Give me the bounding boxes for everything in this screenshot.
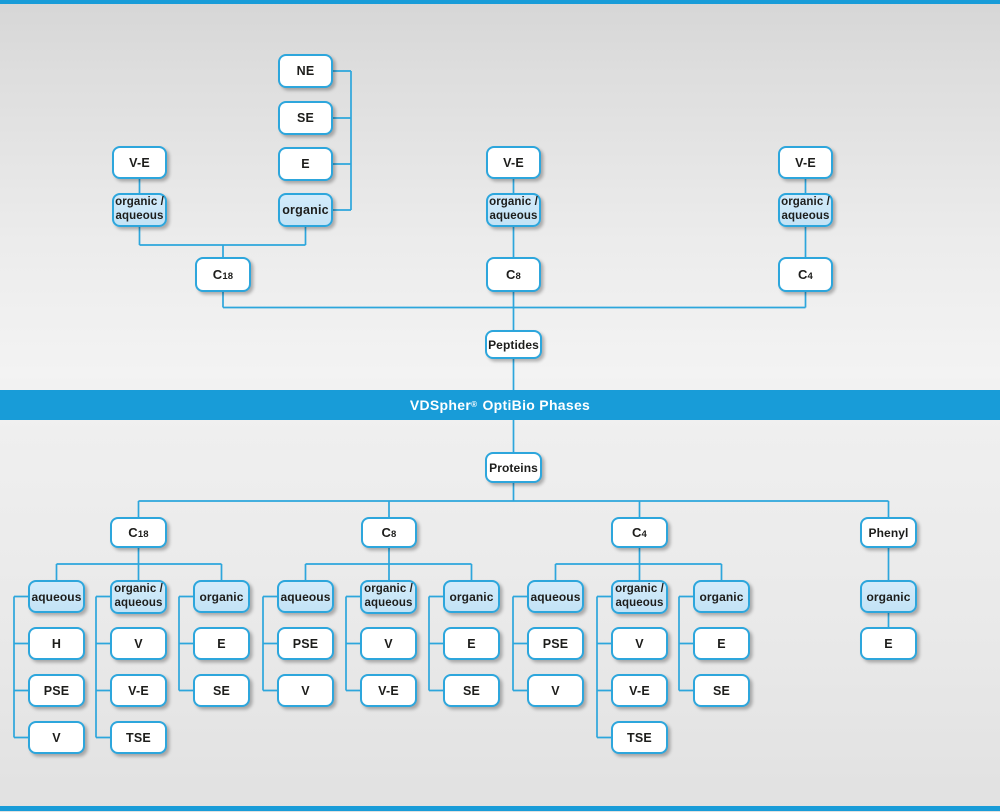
- connector-path-proteins-c8: [262, 548, 473, 692]
- node-proteins-c4-organic-se: SE: [693, 674, 750, 707]
- node-label: C8: [506, 267, 521, 282]
- node-peptides-c18-organic-ne: NE: [278, 54, 333, 88]
- node-proteins-c8-oa-ve: V-E: [360, 674, 417, 707]
- node-label: C4: [798, 267, 813, 282]
- phase-letter: C: [797, 267, 808, 282]
- node-peptides-c8-organic-aqueous: organic / aqueous: [486, 193, 541, 227]
- phase-number: 8: [515, 271, 522, 282]
- node-peptides-c18-organic-se: SE: [278, 101, 333, 135]
- node-peptides-c18: C18: [195, 257, 251, 292]
- node-peptides-c8: C8: [486, 257, 541, 292]
- node-label: aqueous: [615, 597, 664, 609]
- node-peptides-c4: C4: [778, 257, 833, 292]
- node-peptides-c18-organic-aqueous: organic / aqueous: [112, 193, 167, 227]
- node-label: organic /: [364, 583, 413, 596]
- node-proteins-c8-organic: organic: [443, 580, 500, 613]
- node-peptides-c8-ve: V-E: [486, 146, 541, 179]
- node-proteins-c4-organic-e: E: [693, 627, 750, 660]
- node-proteins-c8-oa-v: V: [360, 627, 417, 660]
- node-label: organic /: [781, 196, 830, 209]
- node-proteins-c4-organic: organic: [693, 580, 750, 613]
- banner-brand: VDSpher: [409, 397, 472, 413]
- node-label: aqueous: [114, 597, 163, 609]
- phase-letter: C: [212, 267, 223, 282]
- phase-number: 18: [222, 271, 234, 282]
- node-proteins-c18-organic-se: SE: [193, 674, 250, 707]
- title-banner: VDSpher® OptiBio Phases: [0, 390, 1000, 420]
- node-label: aqueous: [489, 210, 538, 222]
- node-proteins-root: Proteins: [485, 452, 542, 483]
- connector-path-proteins-c4: [512, 548, 723, 739]
- node-proteins-c18-oa-tse: TSE: [110, 721, 167, 754]
- node-proteins-c8-aqueous-pse: PSE: [277, 627, 334, 660]
- node-proteins-c4-oa-tse: TSE: [611, 721, 668, 754]
- node-peptides-c4-ve: V-E: [778, 146, 833, 179]
- node-peptides-c18-organic-e: E: [278, 147, 333, 181]
- node-proteins-phenyl-organic-e: E: [860, 627, 917, 660]
- connector-path-trunk: [137, 420, 890, 517]
- node-proteins-phenyl: Phenyl: [860, 517, 917, 548]
- phase-letter: C: [381, 525, 392, 540]
- node-proteins-c4-organic-aqueous: organic / aqueous: [611, 580, 668, 614]
- node-proteins-c8-aqueous-v: V: [277, 674, 334, 707]
- node-label: aqueous: [364, 597, 413, 609]
- node-proteins-c4-oa-v: V: [611, 627, 668, 660]
- node-peptides-root: Peptides: [485, 330, 542, 359]
- node-proteins-c18-aqueous-pse: PSE: [28, 674, 85, 707]
- node-proteins-c18-organic-e: E: [193, 627, 250, 660]
- node-proteins-c8-organic-aqueous: organic / aqueous: [360, 580, 417, 614]
- node-proteins-c18-organic: organic: [193, 580, 250, 613]
- node-peptides-c18-ve: V-E: [112, 146, 167, 179]
- phase-number: 4: [807, 271, 814, 282]
- node-proteins-c18: C18: [110, 517, 167, 548]
- node-proteins-c4-aqueous-v: V: [527, 674, 584, 707]
- connector-path-proteins-c18: [13, 548, 223, 739]
- node-proteins-c18-oa-ve: V-E: [110, 674, 167, 707]
- node-proteins-c4-aqueous-pse: PSE: [527, 627, 584, 660]
- node-label: aqueous: [781, 210, 830, 222]
- node-proteins-c8-organic-e: E: [443, 627, 500, 660]
- phase-number: 4: [641, 529, 648, 540]
- node-proteins-c4-oa-ve: V-E: [611, 674, 668, 707]
- node-peptides-c4-organic-aqueous: organic / aqueous: [778, 193, 833, 227]
- node-peptides-c18-organic: organic: [278, 193, 333, 227]
- phase-letter: C: [505, 267, 516, 282]
- node-proteins-c18-aqueous: aqueous: [28, 580, 85, 613]
- node-label: organic /: [615, 583, 664, 596]
- node-label: C4: [632, 525, 647, 540]
- bottom-edge-bar: [0, 806, 1000, 811]
- node-label: organic /: [489, 196, 538, 209]
- phase-number: 8: [391, 529, 397, 540]
- node-proteins-c18-oa-v: V: [110, 627, 167, 660]
- top-edge-bar: [0, 0, 1000, 4]
- node-proteins-phenyl-organic: organic: [860, 580, 917, 613]
- node-proteins-c4-aqueous: aqueous: [527, 580, 584, 613]
- node-proteins-c18-organic-aqueous: organic / aqueous: [110, 580, 167, 614]
- node-label: C18: [213, 267, 234, 282]
- node-proteins-c18-aqueous-h: H: [28, 627, 85, 660]
- node-proteins-c8: C8: [361, 517, 417, 548]
- node-proteins-c18-aqueous-v: V: [28, 721, 85, 754]
- phase-number: 18: [137, 529, 149, 540]
- node-label: organic /: [115, 196, 164, 209]
- node-label: organic /: [114, 583, 163, 596]
- connector-path-peptides: [138, 70, 807, 390]
- node-label: C8: [381, 525, 396, 540]
- node-label: C18: [128, 525, 149, 540]
- node-label: aqueous: [115, 210, 164, 222]
- phase-letter: C: [631, 525, 642, 540]
- node-proteins-c8-aqueous: aqueous: [277, 580, 334, 613]
- node-proteins-c8-organic-se: SE: [443, 674, 500, 707]
- banner-title-rest: OptiBio Phases: [478, 397, 591, 413]
- phase-letter: C: [128, 525, 138, 540]
- node-proteins-c4: C4: [611, 517, 668, 548]
